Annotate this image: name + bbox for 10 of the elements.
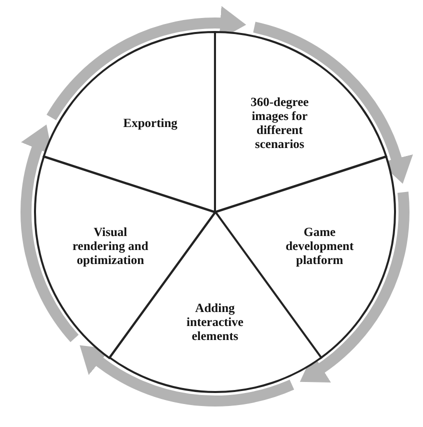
segment-text: Visual rendering and optimization	[71, 224, 150, 267]
segment-text: Adding interactive elements	[186, 301, 244, 343]
segment-text: Exporting	[122, 116, 178, 130]
curved-arrow	[300, 192, 410, 383]
curved-arrow	[46, 6, 246, 121]
curved-arrow	[20, 124, 79, 342]
segment-text: 360-degree images for different scenarios	[250, 95, 310, 151]
segment-text: Game development platform	[284, 224, 355, 267]
curved-arrow	[252, 22, 412, 184]
curved-arrow	[79, 346, 294, 406]
